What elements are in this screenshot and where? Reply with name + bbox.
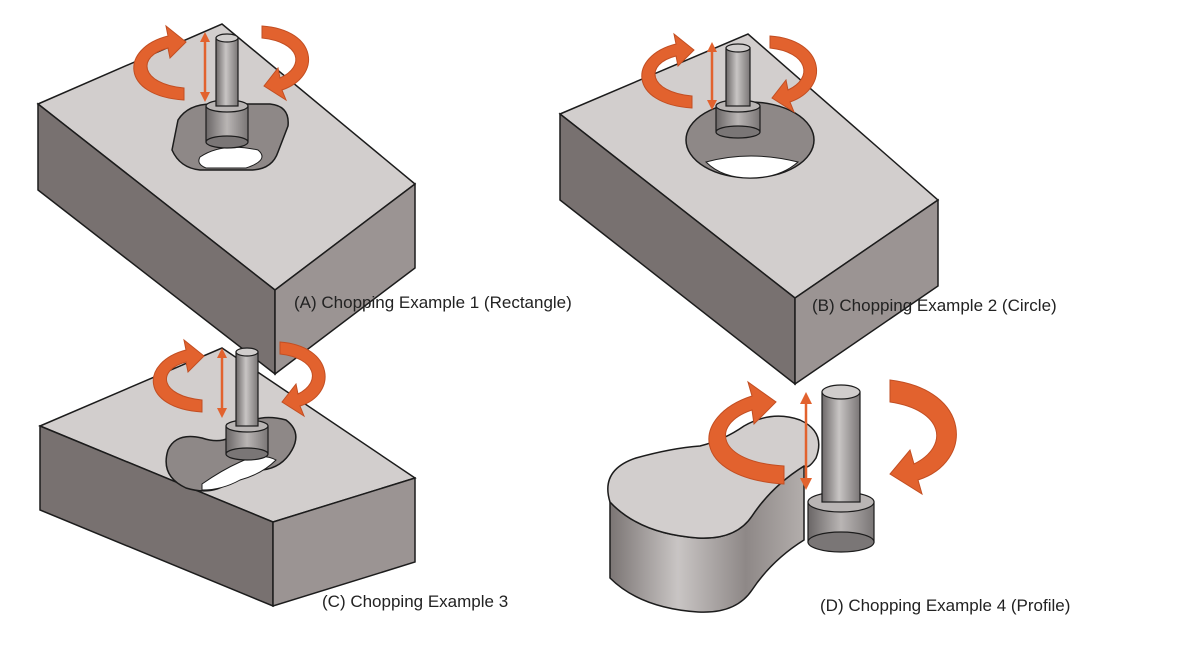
panel-c-example-3 — [38, 338, 417, 608]
arrow-a-rotation — [133, 24, 309, 102]
caption-d: (D) Chopping Example 4 (Profile) — [820, 596, 1071, 615]
tool-d — [807, 384, 875, 553]
arrow-d-vertical — [800, 392, 812, 490]
arrow-c-vertical — [217, 348, 227, 418]
caption-b: (B) Chopping Example 2 (Circle) — [812, 296, 1057, 315]
arrow-d-rotation — [708, 379, 957, 496]
panel-d-profile — [607, 379, 957, 613]
caption-a: (A) Chopping Example 1 (Rectangle) — [294, 293, 572, 312]
pocket-c-floor — [201, 456, 277, 491]
panel-a-rectangle — [36, 23, 417, 376]
arrow-c-rotation — [152, 338, 326, 418]
arrow-b-vertical — [707, 42, 717, 110]
block-b-side — [794, 198, 939, 386]
pocket-b-floor — [705, 155, 800, 179]
arrow-b-rotation — [641, 32, 817, 114]
tool-a — [205, 33, 249, 149]
block-a-side — [274, 182, 416, 376]
tool-c — [225, 347, 269, 461]
tool-b — [715, 43, 761, 139]
profile-d-top — [607, 415, 820, 539]
arrow-a-vertical — [200, 32, 210, 102]
block-c-side — [272, 476, 416, 608]
panel-b-circle — [558, 32, 940, 386]
caption-c: (C) Chopping Example 3 — [322, 592, 509, 611]
